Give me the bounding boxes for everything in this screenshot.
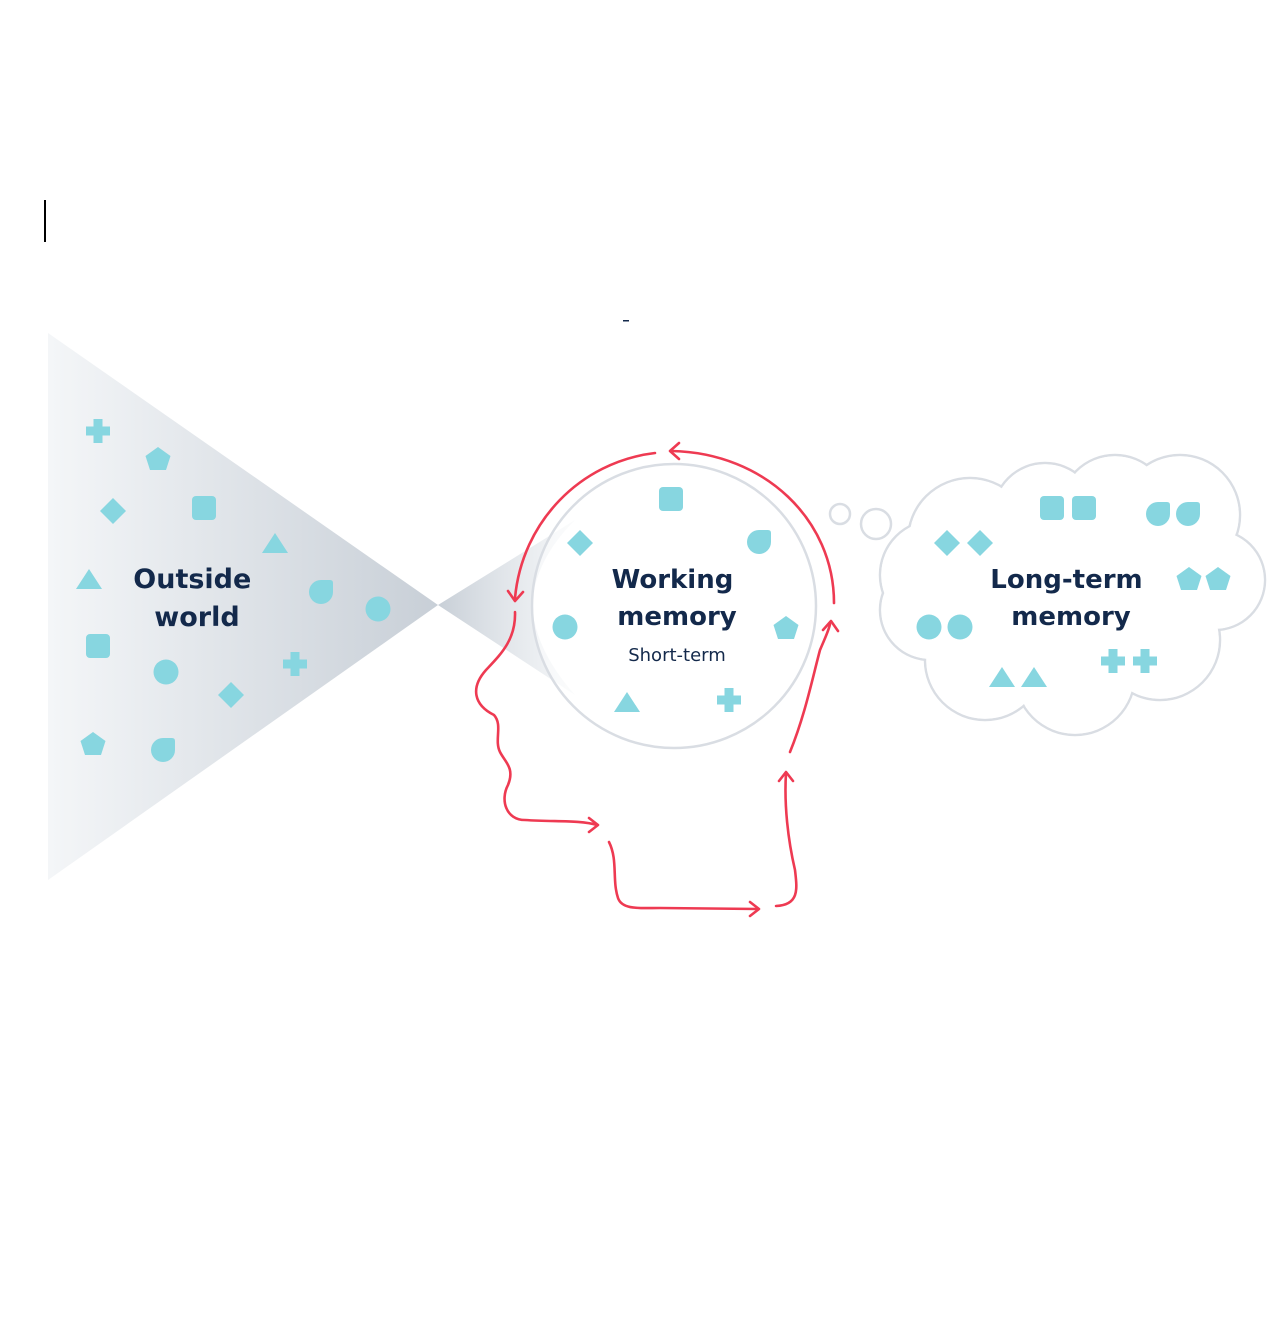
working-memory-group: Working memory Short-term <box>530 462 818 750</box>
svg-text:Outside world: Outside world <box>133 564 260 633</box>
thought-bubble-small <box>828 502 852 526</box>
dash-mark <box>623 320 629 322</box>
square-icon <box>86 634 110 658</box>
head-arrow-left-head <box>506 589 525 603</box>
long-term-memory-cloud <box>878 453 1267 737</box>
square-icon <box>1040 496 1064 520</box>
thought-bubble-medium <box>859 507 893 541</box>
head-arrow-neck-head <box>748 900 761 918</box>
square-icon <box>1072 496 1096 520</box>
working-memory-sublabel: Short-term <box>628 645 726 666</box>
svg-text:Long-term memory: Long-term memory <box>990 565 1151 632</box>
head-arrow-top-head <box>668 441 681 461</box>
circle-icon <box>552 614 578 640</box>
drop-icon <box>1146 502 1170 526</box>
head-arrow-back-head <box>777 770 795 783</box>
head-arrow-left <box>513 451 657 600</box>
head-arrows-group <box>474 441 840 918</box>
head-arrow-neck <box>607 840 760 911</box>
head-arrow-skull-head <box>821 619 840 633</box>
outside-world-label-line1: Outside <box>133 564 251 595</box>
long-term-memory-label-line2: memory <box>1011 602 1131 632</box>
head-arrow-face-head <box>587 816 600 834</box>
outside-world-cone <box>48 333 438 880</box>
circle-icon <box>365 596 391 622</box>
drop-icon <box>151 738 175 762</box>
long-term-memory-group: Long-term memory <box>878 453 1267 737</box>
long-term-memory-label-line1: Long-term <box>990 565 1142 595</box>
drop-icon <box>747 530 771 554</box>
outside-world-label-line2: world <box>154 602 239 633</box>
head-arrow-top <box>670 449 836 605</box>
drop-icon <box>309 580 333 604</box>
working-memory-label-line2: memory <box>617 602 737 632</box>
square-icon <box>192 496 216 520</box>
circle-icon <box>947 614 973 640</box>
outside-world-group: Outside world <box>48 333 438 880</box>
working-memory-circle <box>530 462 818 750</box>
cursor-mark <box>44 200 46 242</box>
drop-icon <box>1176 502 1200 526</box>
working-memory-label-line1: Working <box>612 565 734 595</box>
head-arrow-back <box>774 771 798 908</box>
square-icon <box>659 487 683 511</box>
svg-text:Working memory: Working memory <box>612 565 743 632</box>
head-arrow-face <box>474 610 599 827</box>
head-arrow-skull <box>788 622 832 754</box>
circle-icon <box>153 659 179 685</box>
circle-icon <box>916 614 942 640</box>
